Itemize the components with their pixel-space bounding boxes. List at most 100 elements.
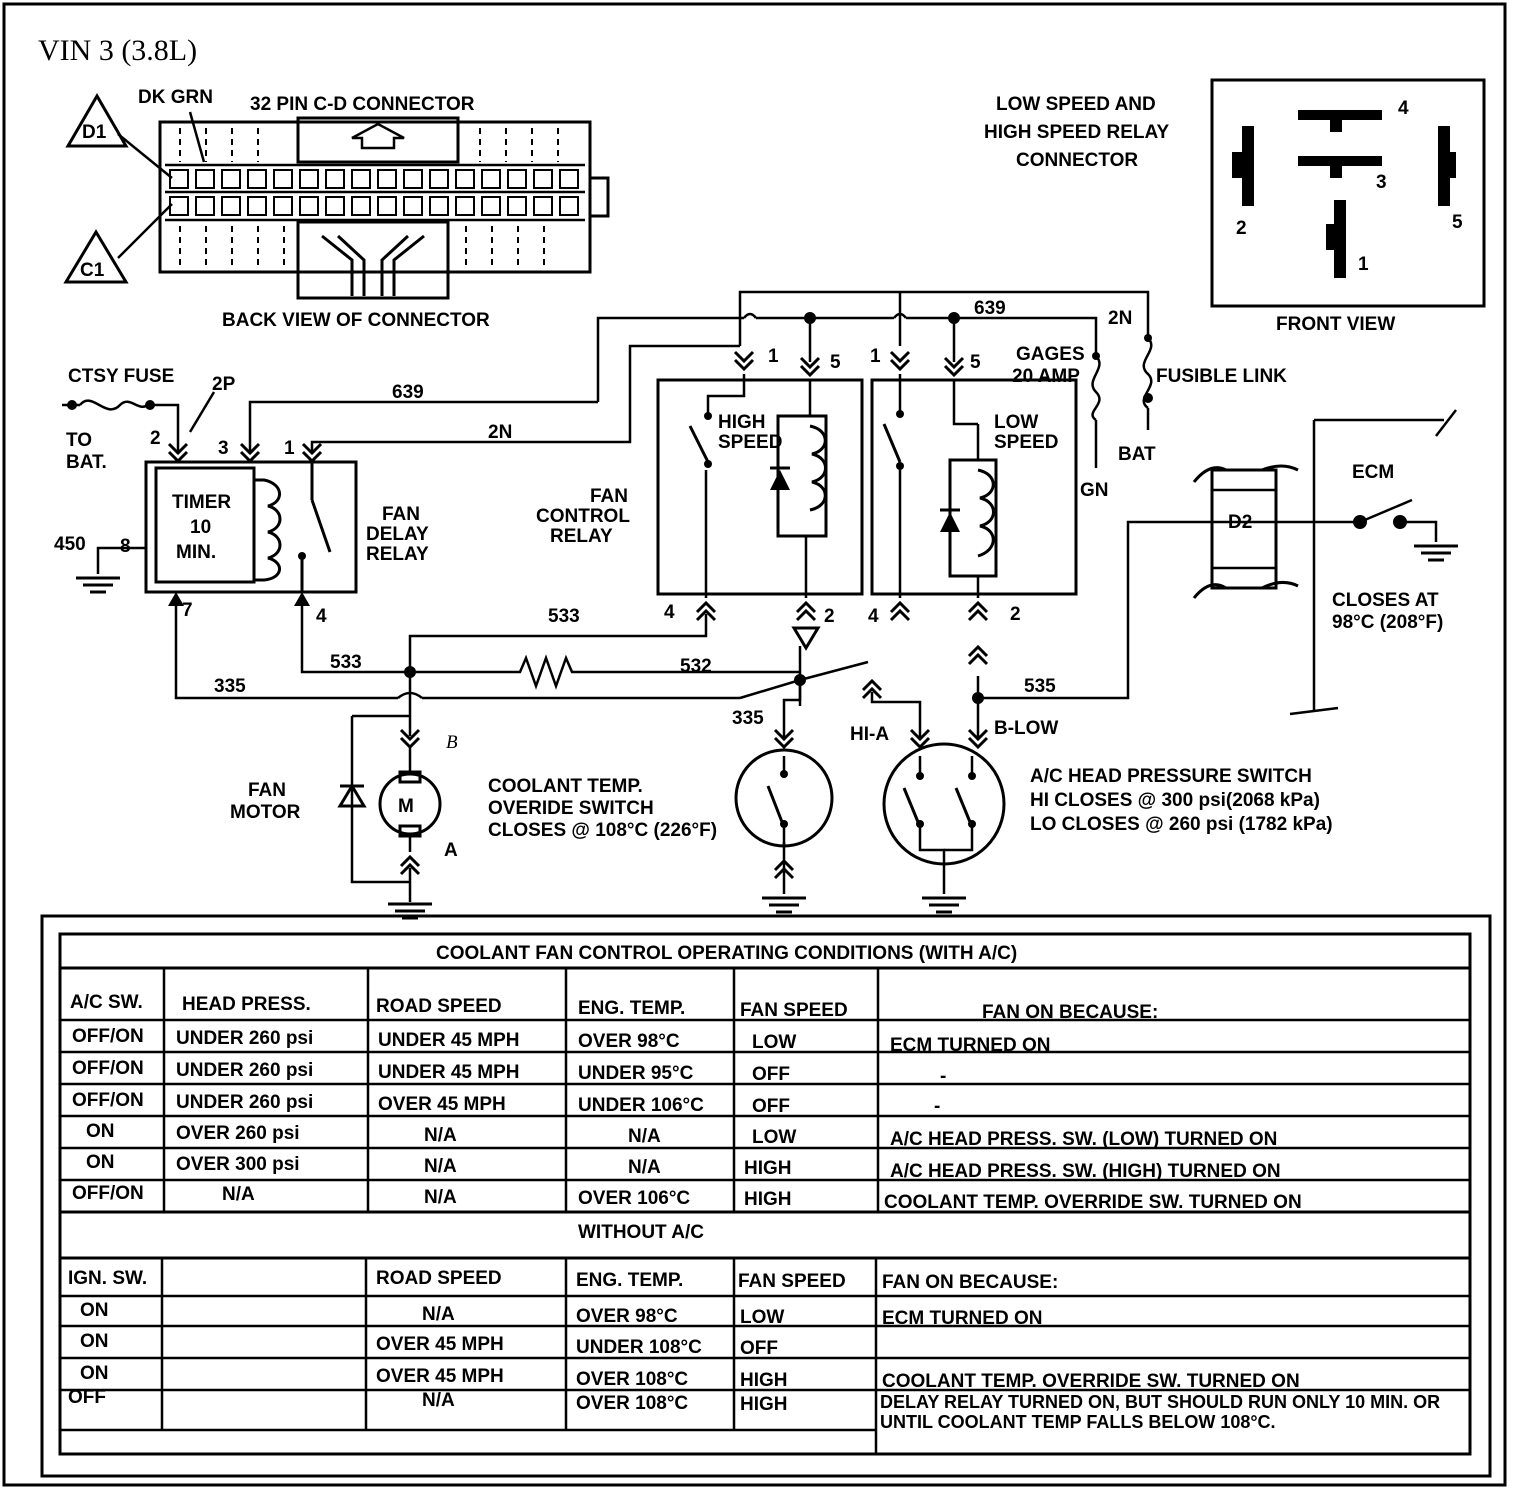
motor-terminal-a: A: [444, 840, 458, 861]
noac-r1-c1: ON: [80, 1300, 109, 1321]
pin-d1-label: D1: [82, 122, 107, 143]
wire-533-left: 533: [330, 652, 362, 673]
ac-switch-line-1: A/C HEAD PRESSURE SWITCH: [1030, 766, 1312, 787]
ac-r1-c4: OVER 98°C: [578, 1031, 680, 1052]
page-title: VIN 3 (3.8L): [38, 34, 197, 67]
high-speed-label-1: HIGH: [718, 412, 766, 433]
ac-r4-c6: A/C HEAD PRESS. SW. (LOW) TURNED ON: [890, 1129, 1277, 1150]
ac-r2-c5: OFF: [752, 1064, 790, 1085]
wire-450: 450: [54, 534, 86, 555]
fan-control-name-1: FAN: [590, 486, 628, 507]
ac-r2-c3: UNDER 45 MPH: [378, 1062, 519, 1083]
low-pin-2: 2: [1010, 604, 1021, 625]
ac-r5-c5: HIGH: [744, 1158, 792, 1179]
noac-header-reason: FAN ON BECAUSE:: [882, 1272, 1058, 1293]
ac-header-reason: FAN ON BECAUSE:: [982, 1002, 1158, 1023]
noac-r1-c3: N/A: [422, 1304, 455, 1325]
low-speed-label-1: LOW: [994, 412, 1038, 433]
ac-pressure-switch: A/C HEAD PRESSURE SWITCH HI CLOSES @ 300…: [882, 742, 1333, 866]
ac-r6-c4: OVER 106°C: [578, 1188, 690, 1209]
wire-535: 535: [1024, 676, 1056, 697]
ac-r6-c1: OFF/ON: [72, 1183, 144, 1204]
high-pin-2: 2: [824, 606, 835, 627]
bat-label: BAT: [1118, 444, 1156, 465]
relay-pin-5: 5: [1452, 212, 1463, 233]
ac-r2-c1: OFF/ON: [72, 1058, 144, 1079]
fan-control-name-3: RELAY: [550, 526, 613, 547]
ac-header-switch: A/C SW.: [70, 992, 143, 1013]
relay-connector-title-2: HIGH SPEED RELAY: [984, 122, 1169, 143]
ac-r4-c3: N/A: [424, 1125, 457, 1146]
wire-335-switch: 335: [732, 708, 764, 729]
ac-r1-c2: UNDER 260 psi: [176, 1028, 313, 1049]
wire-532: 532: [680, 656, 712, 677]
low-pin-1: 1: [870, 346, 881, 367]
low-speed-label-2: SPEED: [994, 432, 1058, 453]
ac-header-eng-temp: ENG. TEMP.: [578, 998, 685, 1019]
operating-conditions-table: [40, 914, 1492, 1478]
gages-line-1: GAGES: [1016, 344, 1085, 365]
noac-r3-c6: COOLANT TEMP. OVERRIDE SW. TURNED ON: [882, 1371, 1300, 1392]
delay-relay-name-1: FAN: [382, 504, 420, 525]
ac-r3-c3: OVER 45 MPH: [378, 1094, 506, 1115]
noac-r1-c6: ECM TURNED ON: [882, 1308, 1042, 1329]
delay-pin-3: 3: [218, 438, 229, 459]
noac-header-ign: IGN. SW.: [68, 1268, 147, 1289]
ac-r2-c6: -: [940, 1066, 946, 1087]
ac-header-fan-speed: FAN SPEED: [740, 1000, 848, 1021]
relay-pin-3: 3: [1376, 172, 1387, 193]
hi-a-label: HI-A: [850, 724, 889, 745]
delay-pin-1: 1: [284, 438, 295, 459]
delay-relay-name-3: RELAY: [366, 544, 429, 565]
wire-2n-left: 2N: [488, 422, 512, 443]
noac-r4-c4: OVER 108°C: [576, 1393, 688, 1414]
noac-r3-c1: ON: [80, 1363, 109, 1384]
ac-r6-c3: N/A: [424, 1187, 457, 1208]
ac-r1-c1: OFF/ON: [72, 1026, 144, 1047]
noac-header-road-speed: ROAD SPEED: [376, 1268, 502, 1289]
relay-pin-1: 1: [1358, 254, 1369, 275]
motor-label-2: MOTOR: [230, 802, 301, 823]
noac-r2-c3: OVER 45 MPH: [376, 1334, 504, 1355]
motor-symbol: M: [398, 796, 414, 817]
ac-r4-c4: N/A: [628, 1126, 661, 1147]
ac-r3-c4: UNDER 106°C: [578, 1095, 704, 1116]
relay-connector-title-1: LOW SPEED AND: [996, 94, 1156, 115]
pin-c1-label: C1: [80, 260, 105, 281]
fan-control-name-2: CONTROL: [536, 506, 630, 527]
ecm-closes-2: 98°C (208°F): [1332, 612, 1443, 633]
connector-c-d: 32 PIN C-D CONNECTOR DK GRN: [63, 87, 610, 331]
fan-delay-relay: TIMER 10 MIN. 2 3 1 8 7 4 FAN DELAY RELA…: [120, 428, 429, 627]
motor-terminal-b: B: [446, 732, 458, 753]
ac-r4-c2: OVER 260 psi: [176, 1123, 300, 1144]
timer-line-2: 10: [190, 517, 211, 538]
relay-connector: LOW SPEED AND HIGH SPEED RELAY CONNECTOR…: [984, 78, 1486, 335]
noac-r3-c4: OVER 108°C: [576, 1369, 688, 1390]
noac-r4-c3: N/A: [422, 1390, 455, 1411]
ac-r1-c3: UNDER 45 MPH: [378, 1030, 519, 1051]
wire-639-left: 639: [392, 382, 424, 403]
gages-line-2: 20 AMP: [1012, 366, 1080, 387]
ac-r6-c5: HIGH: [744, 1189, 792, 1210]
fan-motor: M FAN MOTOR B A: [230, 732, 458, 861]
noac-r1-c5: LOW: [740, 1307, 784, 1328]
ac-header-road-speed: ROAD SPEED: [376, 996, 502, 1017]
noac-r2-c5: OFF: [740, 1338, 778, 1359]
noac-r3-c5: HIGH: [740, 1370, 788, 1391]
ac-r5-c1: ON: [86, 1152, 115, 1173]
to-bat-line-2: BAT.: [66, 452, 107, 473]
ac-header-pressure: HEAD PRESS.: [182, 994, 311, 1015]
delay-pin-7: 7: [182, 600, 193, 621]
wire-533-top: 533: [548, 606, 580, 627]
ac-r6-c6: COOLANT TEMP. OVERRIDE SW. TURNED ON: [884, 1192, 1302, 1213]
low-pin-4: 4: [868, 606, 879, 627]
ac-r4-c5: LOW: [752, 1127, 796, 1148]
relay-pin-4: 4: [1398, 98, 1409, 119]
ac-r6-c2: N/A: [222, 1184, 255, 1205]
ac-r5-c2: OVER 300 psi: [176, 1154, 300, 1175]
high-pin-5: 5: [830, 352, 841, 373]
noac-r1-c4: OVER 98°C: [576, 1306, 678, 1327]
junction-dots: [67, 312, 1407, 704]
delay-pin-2: 2: [150, 428, 161, 449]
